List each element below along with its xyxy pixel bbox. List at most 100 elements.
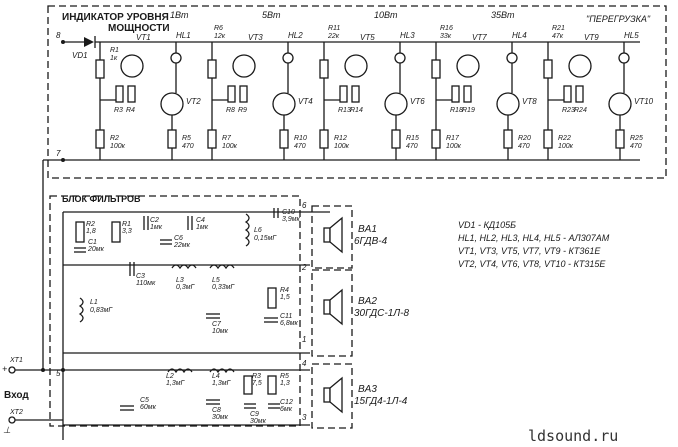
svg-text:C6: C6 xyxy=(174,235,183,242)
terminal-xt2 xyxy=(8,416,16,424)
svg-text:6,8мк: 6,8мк xyxy=(280,320,299,327)
svg-text:R20: R20 xyxy=(518,135,531,142)
svg-text:470: 470 xyxy=(518,143,530,150)
svg-text:VT3: VT3 xyxy=(248,33,263,42)
indicator-stage-5: R21 47к R22 100к VT9 R23 R24 VT10 HL5 R2… xyxy=(543,25,654,160)
node-3-label: 3 xyxy=(302,413,307,422)
svg-text:R5: R5 xyxy=(280,373,289,380)
svg-text:22мк: 22мк xyxy=(173,242,191,249)
resistor-r3 xyxy=(115,85,124,103)
svg-text:1,3: 1,3 xyxy=(280,380,290,387)
svg-text:100к: 100к xyxy=(110,143,126,150)
parts-list-line-1: VD1 - КД105Б xyxy=(458,220,516,230)
node-6-label: 6 xyxy=(302,201,307,210)
svg-text:C4: C4 xyxy=(196,217,205,224)
resistor-r2 xyxy=(95,129,105,149)
parts-list-line-4: VT2, VT4, VT6, VT8, VT10 - КТ315Е xyxy=(458,259,606,269)
svg-text:C10: C10 xyxy=(282,209,295,216)
svg-text:100к: 100к xyxy=(334,143,350,150)
indicator-stage-1: 1Вт R1 1к R2 100к VT1 R3 R4 VT2 HL1 R5 4… xyxy=(95,10,201,160)
svg-text:VT4: VT4 xyxy=(298,97,313,106)
svg-text:R9: R9 xyxy=(238,107,247,114)
svg-text:L4: L4 xyxy=(212,373,220,380)
svg-text:R7: R7 xyxy=(222,135,232,142)
svg-text:R12: R12 xyxy=(334,135,347,142)
svg-text:HL4: HL4 xyxy=(512,31,527,40)
svg-text:1,8: 1,8 xyxy=(86,228,96,235)
svg-text:R16: R16 xyxy=(440,25,453,32)
svg-text:100к: 100к xyxy=(558,143,574,150)
svg-text:R8: R8 xyxy=(226,107,235,114)
svg-text:XT2: XT2 xyxy=(9,409,23,416)
transistor-vt2 xyxy=(160,92,184,116)
svg-text:30мк: 30мк xyxy=(250,418,267,425)
svg-text:C5: C5 xyxy=(140,397,149,404)
svg-text:C2: C2 xyxy=(150,217,159,224)
indicator-stage-4: 35Вт R16 33к R17 100к VT7 R18 R19 VT8 HL… xyxy=(431,10,537,160)
svg-text:6мк: 6мк xyxy=(280,406,293,413)
svg-text:1,3мГ: 1,3мГ xyxy=(166,380,186,387)
filter-wiring xyxy=(62,211,330,440)
svg-text:100к: 100к xyxy=(222,143,238,150)
svg-text:R22: R22 xyxy=(558,135,571,142)
svg-text:35Вт: 35Вт xyxy=(491,10,515,20)
svg-text:VT1: VT1 xyxy=(136,33,151,42)
svg-text:1,3мГ: 1,3мГ xyxy=(212,380,232,387)
svg-text:R13: R13 xyxy=(338,107,351,114)
svg-text:470: 470 xyxy=(630,143,642,150)
svg-text:C7: C7 xyxy=(212,321,222,328)
svg-text:R19: R19 xyxy=(462,107,475,114)
svg-text:R25: R25 xyxy=(630,135,643,142)
parts-list-line-2: HL1, HL2, HL3, HL4, HL5 - АЛ307АМ xyxy=(458,233,610,243)
svg-text:1,5: 1,5 xyxy=(280,294,290,301)
resistor-r1 xyxy=(95,59,105,79)
svg-text:C9: C9 xyxy=(250,411,259,418)
svg-text:R23: R23 xyxy=(562,107,575,114)
svg-text:110мк: 110мк xyxy=(136,280,156,287)
svg-text:R11: R11 xyxy=(328,25,340,32)
svg-text:30ГДС-1Л-8: 30ГДС-1Л-8 xyxy=(354,308,409,319)
svg-text:XT1: XT1 xyxy=(9,357,23,364)
svg-text:10Вт: 10Вт xyxy=(374,10,398,20)
indicator-stage-2: 5Вт R6 12к R7 100к VT3 R8 R9 VT4 HL2 R10… xyxy=(207,10,313,160)
svg-text:22к: 22к xyxy=(327,33,340,40)
svg-text:L3: L3 xyxy=(176,277,184,284)
indicator-title-line1: ИНДИКАТОР УРОВНЯ xyxy=(62,12,169,23)
svg-text:30мк: 30мк xyxy=(212,414,229,421)
woofer-branch: L2 1,3мГ L4 1,3мГ C5 60мк C8 30мк R3 7,5… xyxy=(120,368,293,425)
svg-text:C8: C8 xyxy=(212,407,221,414)
svg-text:5Вт: 5Вт xyxy=(262,10,281,20)
svg-text:15ГД4-1Л-4: 15ГД4-1Л-4 xyxy=(354,396,408,407)
svg-text:BA3: BA3 xyxy=(358,384,377,395)
svg-text:R5: R5 xyxy=(182,135,191,142)
svg-text:C11: C11 xyxy=(280,313,292,320)
svg-text:+: + xyxy=(2,364,7,374)
svg-text:R1: R1 xyxy=(122,221,131,228)
svg-text:10мк: 10мк xyxy=(212,328,229,335)
speaker-ba1: BA1 6ГДВ-4 xyxy=(311,205,388,269)
svg-text:33к: 33к xyxy=(440,33,452,40)
svg-text:470: 470 xyxy=(294,143,306,150)
filter-block-frame xyxy=(49,195,301,427)
svg-text:470: 470 xyxy=(182,143,194,150)
input-terminals: XT1 + Вход XT2 ⊥ xyxy=(2,160,65,435)
svg-text:R14: R14 xyxy=(350,107,363,114)
svg-text:C12: C12 xyxy=(280,399,293,406)
node-2-label: 2 xyxy=(301,263,307,272)
transistor-vt1 xyxy=(120,54,144,78)
svg-text:60мк: 60мк xyxy=(140,404,157,411)
svg-text:470: 470 xyxy=(406,143,418,150)
svg-text:R3: R3 xyxy=(114,107,123,114)
svg-text:VD1: VD1 xyxy=(72,51,88,60)
svg-text:20мк: 20мк xyxy=(87,246,105,253)
svg-text:12к: 12к xyxy=(214,33,226,40)
svg-text:R10: R10 xyxy=(294,135,307,142)
svg-text:L5: L5 xyxy=(212,277,220,284)
svg-text:VT7: VT7 xyxy=(472,33,487,42)
svg-text:VT8: VT8 xyxy=(522,97,537,106)
svg-text:HL5: HL5 xyxy=(624,31,639,40)
midrange-branch: C3 110мк L3 0,3мГ L5 0,33мГ L1 0,83мГ C7… xyxy=(78,262,299,335)
svg-text:HL2: HL2 xyxy=(288,31,303,40)
svg-text:0,33мГ: 0,33мГ xyxy=(212,284,235,291)
